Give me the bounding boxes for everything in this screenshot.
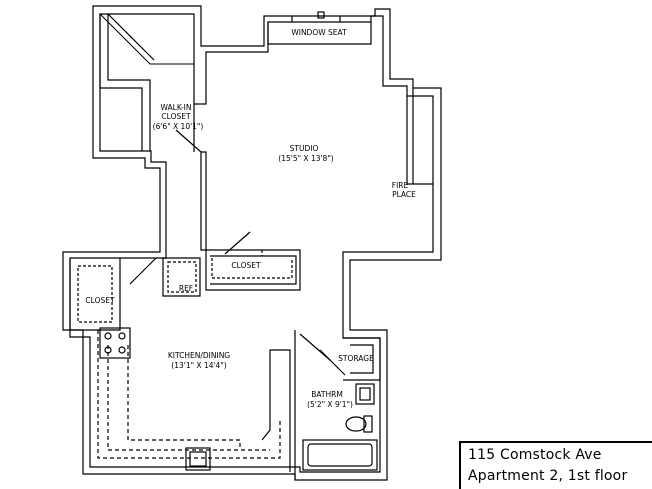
fireplace-label-1: FIRE	[392, 181, 409, 190]
ref-label: REF	[179, 284, 193, 293]
title-block: 115 Comstock Ave Apartment 2, 1st floor	[459, 441, 652, 489]
left-closet-label: CLOSET	[85, 296, 115, 305]
door-swing-storage	[319, 349, 346, 376]
storage	[343, 337, 381, 381]
title-address: 115 Comstock Ave	[468, 447, 602, 463]
kitchen-label: KITCHEN/DINING	[168, 351, 230, 360]
left-closet	[69, 258, 121, 331]
kitchen-dims: (13'1" X 14'4")	[171, 361, 226, 370]
title-unit: Apartment 2, 1st floor	[468, 468, 628, 484]
inner-wall-outline	[69, 13, 434, 473]
center-closet	[205, 249, 301, 291]
bathtub	[302, 439, 378, 471]
walk-in-closet-wall	[107, 14, 151, 151]
storage-label: STORAGE	[338, 354, 374, 363]
bath-sink	[355, 383, 375, 405]
walk-in-closet-dims: (6'6" X 10'1")	[153, 122, 204, 131]
refrigerator	[162, 257, 201, 297]
studio-dims: (15'5" X 13'8")	[278, 154, 333, 163]
door-swing-left-closet	[129, 257, 157, 285]
kitchen-sink	[185, 447, 211, 471]
walk-in-closet-label-1: WALK-IN	[161, 103, 192, 112]
window-seat-label: WINDOW SEAT	[291, 28, 347, 37]
window-seat	[267, 22, 372, 45]
kitchen-counter	[97, 330, 281, 459]
bathroom-label: BATHRM	[311, 390, 343, 399]
stove	[99, 327, 131, 359]
door-swing-closet	[224, 231, 251, 255]
toilet	[345, 416, 367, 432]
walk-in-closet-label-2: CLOSET	[161, 112, 191, 121]
bathroom-dims: (5'2" X 9'1")	[307, 400, 353, 409]
center-closet-label: CLOSET	[231, 261, 261, 270]
door-swing-walk-in	[175, 129, 202, 153]
outer-wall-outline	[62, 5, 442, 481]
fireplace-label-2: PLACE	[392, 190, 416, 199]
fireplace	[406, 96, 433, 185]
studio-label: STUDIO	[290, 144, 319, 153]
